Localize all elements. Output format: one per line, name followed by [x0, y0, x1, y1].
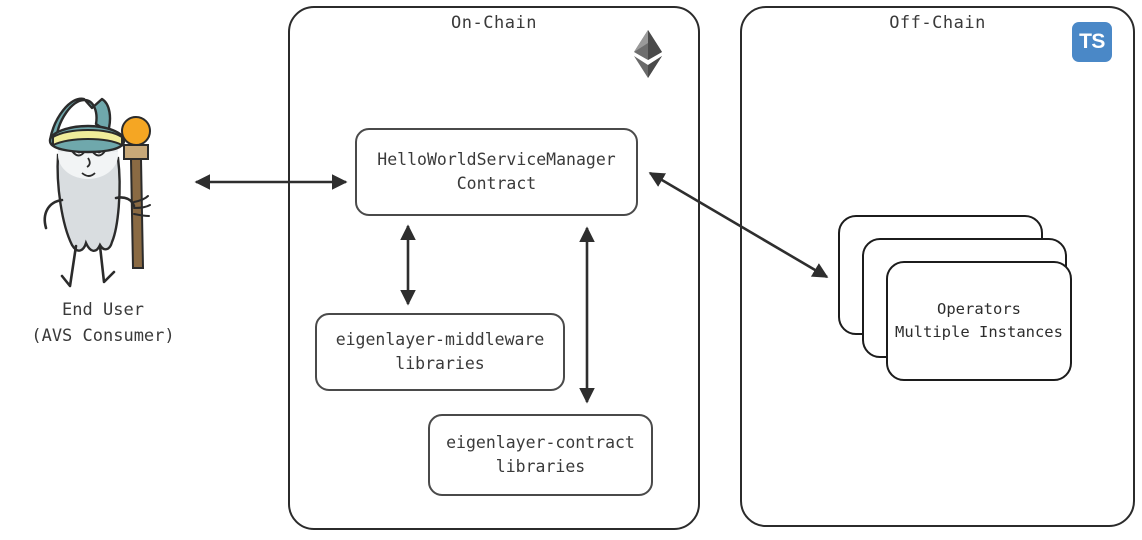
operators-label: Operators Multiple Instances: [895, 300, 1063, 342]
node-contract-libraries[interactable]: eigenlayer-contract libraries: [428, 414, 653, 496]
operators-card-front[interactable]: [886, 261, 1072, 381]
node-service-manager[interactable]: HelloWorldServiceManager Contract: [355, 128, 638, 216]
panel-on-chain-title: On-Chain: [451, 13, 537, 33]
panel-off-chain-title: Off-Chain: [889, 13, 986, 33]
typescript-icon: TS: [1072, 22, 1112, 62]
end-user-label: End User (AVS Consumer): [31, 300, 175, 347]
node-middleware-libraries[interactable]: eigenlayer-middleware libraries: [315, 313, 565, 391]
